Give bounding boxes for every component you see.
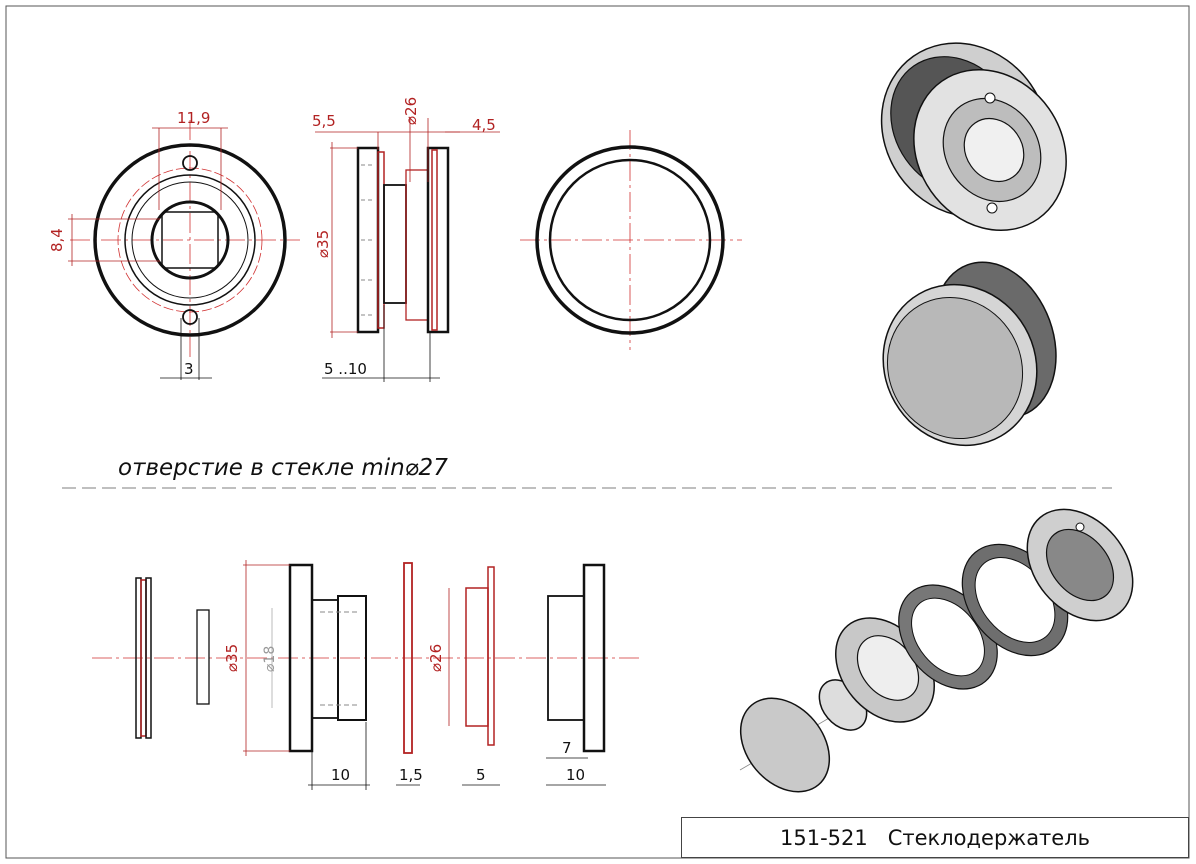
title-block: 151-521 Стеклодержатель: [681, 817, 1189, 858]
isometric-view-back: [882, 261, 1057, 447]
dim-phi26-top: ⌀26: [402, 97, 420, 125]
dim-4-5: 4,5: [472, 116, 496, 134]
back-view: [520, 130, 742, 350]
exploded-isometric-view: [739, 508, 1134, 793]
exploded-section: [92, 560, 640, 790]
dim-7: 7: [562, 739, 572, 757]
dim-5: 5: [476, 766, 486, 784]
dim-10-b: 10: [566, 766, 585, 784]
dim-1-5: 1,5: [399, 766, 423, 784]
dim-phi18: ⌀18: [262, 646, 278, 672]
front-view: [68, 120, 300, 380]
dim-3: 3: [184, 360, 194, 378]
dim-phi26-bottom: ⌀26: [427, 644, 445, 672]
dim-10-a: 10: [331, 766, 350, 784]
isometric-view-front: [880, 42, 1067, 232]
part-name: Стеклодержатель: [887, 825, 1091, 850]
dim-5-10: 5 ..10: [324, 360, 367, 378]
glass-hole-caption: отверстие в стекле min⌀27: [118, 455, 448, 481]
dim-8-4: 8,4: [48, 228, 66, 252]
dim-5-5: 5,5: [312, 112, 336, 130]
side-view: [315, 118, 500, 382]
sheet-frame: [5, 5, 1190, 859]
part-number: 151-521: [779, 825, 868, 850]
dim-phi35-top: ⌀35: [314, 230, 332, 258]
dim-phi35-bottom: ⌀35: [223, 644, 241, 672]
dim-11-9: 11,9: [177, 109, 210, 127]
